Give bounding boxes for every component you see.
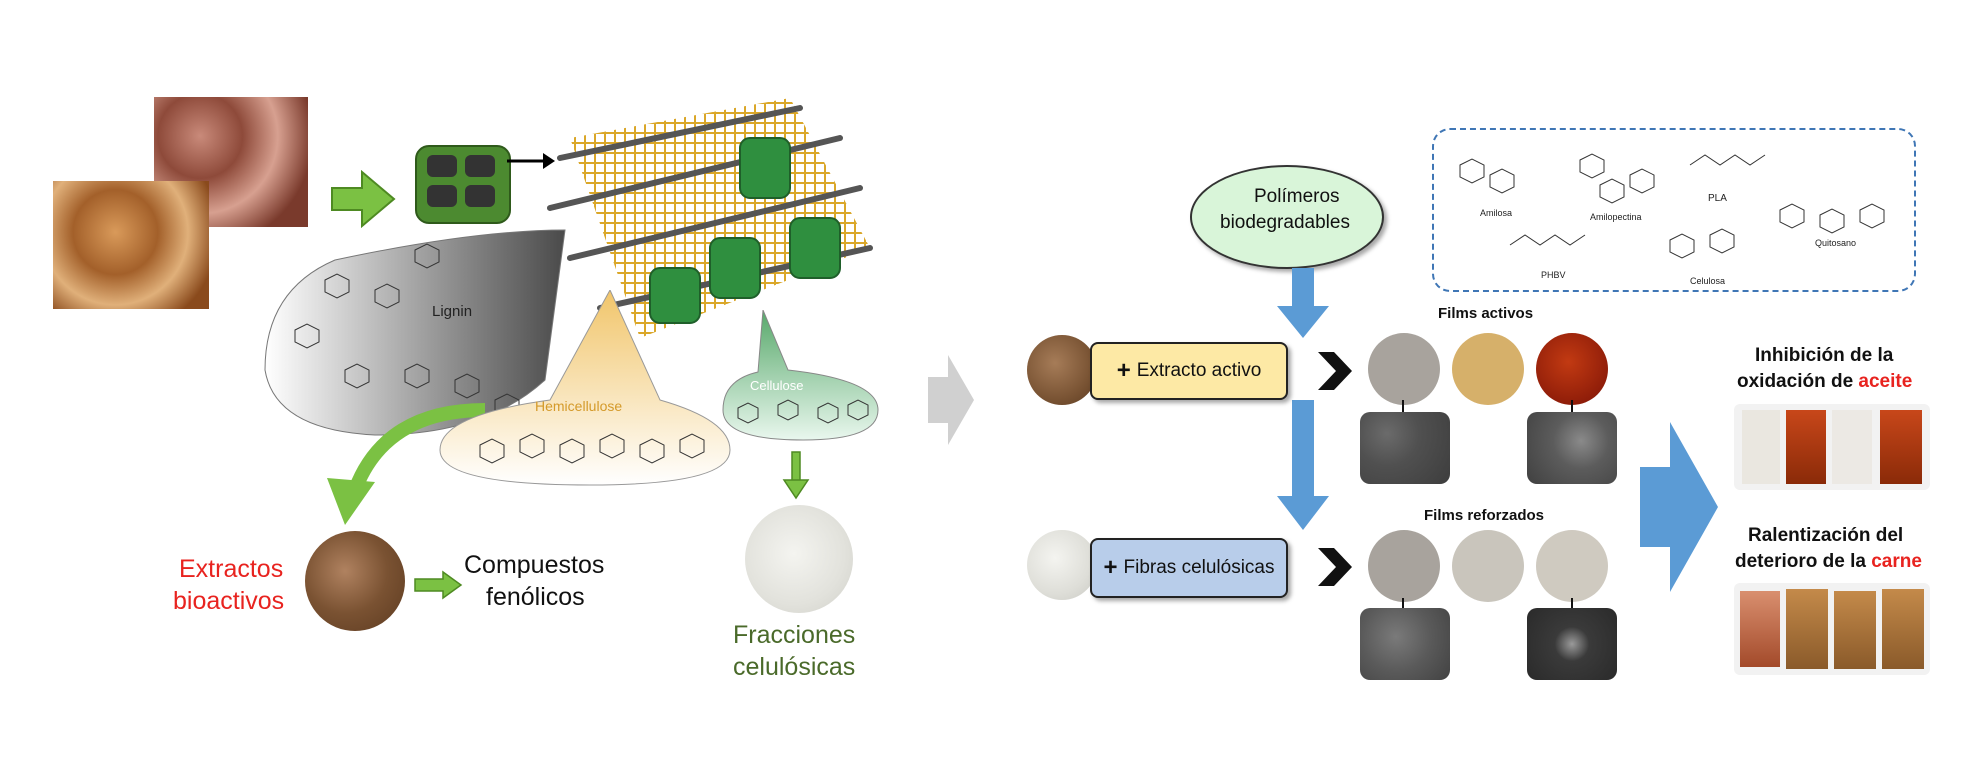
reinforced-film-low xyxy=(1452,530,1524,602)
films-activos-title: Films activos xyxy=(1438,305,1534,322)
cellulose-bubble xyxy=(722,310,879,441)
polimeros-line2: biodegradables xyxy=(1220,212,1350,233)
curved-arrow-to-extract-icon xyxy=(327,403,486,525)
sem-active-control xyxy=(1360,412,1450,484)
blue-down-arrow-2-icon xyxy=(1277,400,1329,530)
ralentizacion-line2-prefix: deterioro de la xyxy=(1735,551,1872,572)
ralentizacion-line2: deterioro de la carne xyxy=(1735,551,1922,573)
polymer-structures-drawing xyxy=(1459,153,1885,259)
ralentizacion-highlight: carne xyxy=(1871,551,1922,572)
active-film-low xyxy=(1452,333,1524,405)
lignin-label: Lignin xyxy=(432,303,473,320)
films-reforzados-title: Films reforzados xyxy=(1424,507,1545,524)
structure-amilopectina: Amilopectina xyxy=(1590,212,1642,222)
inhibicion-line1: Inhibición de la xyxy=(1755,345,1894,366)
section-divider-arrow-icon xyxy=(928,355,974,445)
inhibicion-highlight: aceite xyxy=(1858,371,1913,392)
cellulose-label: Cellulose xyxy=(750,378,804,393)
extracto-activo-box: + Extracto activo xyxy=(1090,342,1288,400)
lignin-bubble xyxy=(264,229,566,436)
reinforced-film-control xyxy=(1368,530,1440,602)
inhibicion-line2: oxidación de aceite xyxy=(1737,371,1912,393)
active-film-control xyxy=(1368,333,1440,405)
polimeros-line1: Polímeros xyxy=(1254,186,1340,207)
sem-reinforced-high xyxy=(1527,608,1617,680)
structure-amilosa: Amilosa xyxy=(1480,208,1513,218)
reinforced-film-high xyxy=(1536,530,1608,602)
cellulose-fraction-sample xyxy=(745,505,853,613)
chevron-right-icon xyxy=(1318,548,1352,586)
tray-pointer-icon xyxy=(507,153,555,169)
extractos-line2: bioactivos xyxy=(173,587,285,615)
sem-reinforced-control xyxy=(1360,608,1450,680)
structure-pla: PLA xyxy=(1708,193,1727,204)
meat-pouches-photo xyxy=(1734,583,1930,675)
hemicellulose-label: Hemicellulose xyxy=(535,398,623,414)
hemicellulose-bubble xyxy=(439,290,731,486)
structure-celulosa: Celulosa xyxy=(1690,276,1726,286)
lignocellulose-fiber-bundle xyxy=(547,98,873,338)
oil-pouches-photo xyxy=(1734,404,1930,490)
arrow-to-phenolics-icon xyxy=(414,570,463,600)
blue-right-arrow-icon xyxy=(1640,422,1718,592)
extracto-plus: + xyxy=(1116,357,1131,384)
blue-down-arrow-1-icon xyxy=(1277,268,1329,338)
fiber-powder-sample xyxy=(1027,530,1097,600)
inhibicion-line2-prefix: oxidación de xyxy=(1737,371,1859,392)
fracciones-line1: Fracciones xyxy=(733,621,856,649)
sem-active-high xyxy=(1527,412,1617,484)
compuestos-line1: Compuestos xyxy=(464,551,605,579)
fibras-celulosicas-box: + Fibras celulósicas xyxy=(1090,538,1288,598)
fiber-tray xyxy=(415,145,511,224)
extractos-line1: Extractos xyxy=(179,555,284,583)
structure-quitosano: Quitosano xyxy=(1815,238,1857,248)
polymer-structures-box xyxy=(1432,128,1916,292)
compuestos-line2: fenólicos xyxy=(486,583,585,611)
active-film-high xyxy=(1536,333,1608,405)
extracto-label: Extracto activo xyxy=(1136,360,1262,381)
arrow-to-fractions-icon xyxy=(782,451,810,500)
arrow-to-tray-icon xyxy=(331,170,396,228)
polymers-ellipse xyxy=(1190,165,1384,269)
fibras-label: Fibras celulósicas xyxy=(1123,557,1275,578)
bioactive-extract-sample xyxy=(305,531,405,631)
chevron-right-icon xyxy=(1318,352,1352,390)
almond-shell-photo xyxy=(53,181,209,309)
fibras-plus: + xyxy=(1103,554,1118,581)
ralentizacion-line1: Ralentización del xyxy=(1748,525,1904,546)
structure-phbv: PHBV xyxy=(1541,270,1566,280)
fracciones-line2: celulósicas xyxy=(733,653,856,681)
extract-powder-sample xyxy=(1027,335,1097,405)
